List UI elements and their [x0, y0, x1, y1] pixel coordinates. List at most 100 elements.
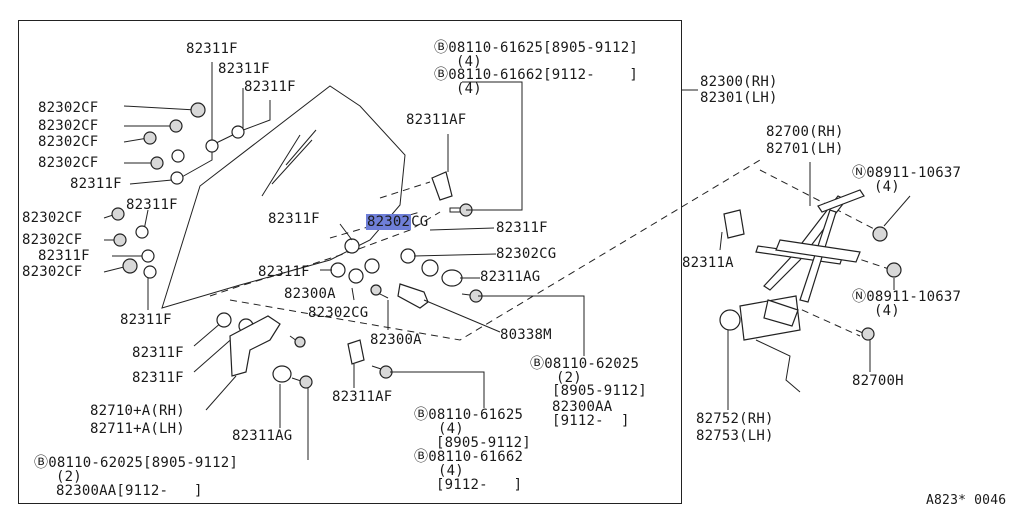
- leader-82311F-d: [129, 179, 173, 185]
- label-82311AF-a: 82311AF: [406, 112, 467, 128]
- clip-82302CF-d: [150, 156, 164, 170]
- clip-82302CF-e: [111, 207, 125, 221]
- label-82302CF-a: 82302CF: [38, 100, 99, 116]
- label-82300AA-b: 82300AA[9112- ]: [56, 483, 203, 499]
- label-82302CG-highlighted: 82302CG: [366, 214, 429, 230]
- washer-82311F-c: [231, 125, 245, 139]
- highlight-82302: 82302: [366, 214, 412, 230]
- bolt-82700H-head: [861, 327, 875, 341]
- bolt-qty-61625-b: (4): [438, 421, 464, 437]
- washer-82311F-m: [330, 262, 346, 278]
- diagram-code: A823* 0046: [926, 493, 1007, 508]
- glass-reflection-2: [271, 139, 313, 185]
- bolt-range-61662-b: [9112- ]: [436, 477, 523, 493]
- glass-reflection-3: [285, 129, 317, 166]
- dash-3: [379, 181, 431, 199]
- bolt-range-62025-a: [8905-9112]: [552, 383, 647, 399]
- label-82311F-d: 82311F: [70, 176, 122, 192]
- leader-82311F-a: [179, 62, 213, 179]
- label-82753: 82753(LH): [696, 428, 774, 444]
- bolt-label-61625: Ⓑ08110-61625[8905-9112]: [434, 40, 639, 56]
- label-82301LH: 82301(LH): [700, 90, 778, 106]
- label-82311F-k: 82311F: [496, 220, 548, 236]
- nut-label-10637-a: Ⓝ08911-10637: [852, 165, 962, 181]
- label-82311F-a: 82311F: [186, 41, 238, 57]
- label-82300A-a: 82300A: [284, 286, 336, 302]
- leader-82302CF-a: [123, 105, 197, 111]
- label-82311F-c: 82311F: [244, 79, 296, 95]
- bracket-82710: [229, 315, 281, 377]
- washer-82311F-d: [170, 171, 184, 185]
- highlight-suffix: CG: [411, 214, 429, 230]
- label-82302CF-d: 82302CF: [38, 155, 99, 171]
- roller-80338M: [397, 283, 429, 309]
- nut-label-10637-b: Ⓝ08911-10637: [852, 289, 962, 305]
- label-82311AG-b: 82311AG: [232, 428, 293, 444]
- nut-qty-10637-a: (4): [874, 179, 900, 195]
- label-82711: 82711+A(LH): [90, 421, 185, 437]
- label-82701LH: 82701(LH): [766, 141, 844, 157]
- bolt-qty-61662: (4): [456, 81, 482, 97]
- washer-82311F-l: [364, 258, 380, 274]
- bolt-label-62025-a: Ⓑ08110-62025: [530, 356, 640, 372]
- label-82311F-f: 82311F: [38, 248, 90, 264]
- bracket-82311AF-a: [431, 171, 453, 201]
- leader-82300A-a: [351, 287, 355, 301]
- leader-82710: [205, 375, 237, 411]
- motor-cable: [755, 339, 801, 393]
- washer-82302CG-b: [421, 259, 439, 277]
- leader-bolt-top: [462, 81, 523, 211]
- bolt-label-61662-b: Ⓑ08110-61662: [414, 449, 524, 465]
- label-82300A-b: 82300A: [370, 332, 422, 348]
- leader-bolt-62025-a: [478, 295, 585, 356]
- label-82302CF-g: 82302CF: [22, 264, 83, 280]
- leader-82311F-right: [429, 227, 495, 231]
- label-82302CG-b: 82302CG: [496, 246, 557, 262]
- leader-nut-a: [883, 195, 911, 227]
- washer-82311F-b: [205, 139, 219, 153]
- spacer-82311AG-b: [272, 365, 292, 383]
- bracket-82311A: [723, 209, 745, 239]
- label-82302CF-b: 82302CF: [38, 118, 99, 134]
- washer-82311F-k: [344, 238, 360, 254]
- regulator-plate: [775, 239, 861, 263]
- glass-reflection-1: [261, 134, 301, 197]
- clip-82302CF-a: [190, 102, 206, 118]
- washer-82311F-e: [135, 225, 149, 239]
- label-82311F-g: 82311F: [120, 312, 172, 328]
- clip-82302CF-c: [143, 131, 157, 145]
- label-82300AA-a: 82300AA: [552, 399, 613, 415]
- leader-82311F-c: [237, 100, 271, 133]
- leader-82311A: [719, 231, 723, 251]
- leader-82311F-hl: [339, 223, 353, 241]
- diagram-frame: [18, 20, 682, 504]
- dash-7: [849, 255, 893, 271]
- clip-82302CF-b: [169, 119, 183, 133]
- label-82302CF-f: 82302CF: [22, 232, 83, 248]
- dash-2: [229, 159, 761, 341]
- washer-82302CG-a: [400, 248, 416, 264]
- bolt-qty-62025-b: (2): [56, 469, 82, 485]
- label-82311F-b: 82311F: [218, 61, 270, 77]
- bolt-range-61625-b: [8905-9112]: [436, 435, 531, 451]
- bolt-label-62025-b: Ⓑ08110-62025[8905-9112]: [34, 455, 239, 471]
- nut-qty-10637-b: (4): [874, 303, 900, 319]
- label-82302CF-e: 82302CF: [22, 210, 83, 226]
- label-82302CF-c: 82302CF: [38, 134, 99, 150]
- regulator-arm-1: [763, 195, 847, 291]
- bolt-qty-62025-a: (2): [556, 370, 582, 386]
- bolt-label-61662: Ⓑ08110-61662[9112- ]: [434, 67, 639, 83]
- range-82300AA-a: [9112- ]: [552, 413, 630, 429]
- leader-82302CG-b: [413, 253, 497, 257]
- dash-1: [209, 211, 441, 297]
- washer-82311F-h: [216, 312, 232, 328]
- label-82300RH: 82300(RH): [700, 74, 778, 90]
- leader-82311F-h: [193, 321, 223, 347]
- regulator-rail: [817, 189, 865, 213]
- washer-82311F-n: [348, 268, 364, 284]
- leader-80338M: [423, 299, 501, 333]
- label-82700H: 82700H: [852, 373, 904, 389]
- bolt-82300A-head: [370, 284, 382, 296]
